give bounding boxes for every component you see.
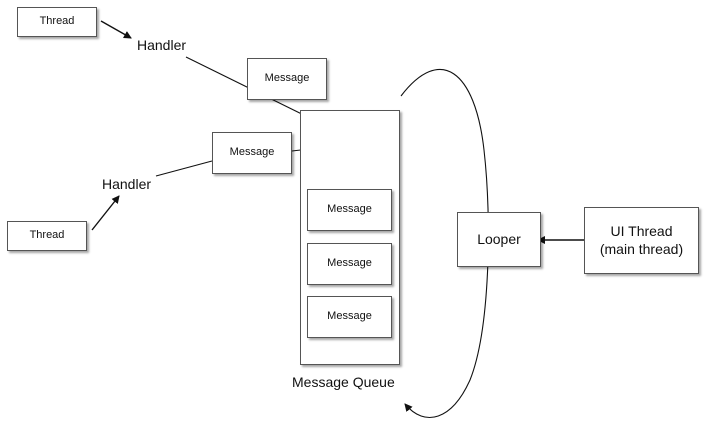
handler-bottom-label: Handler	[102, 176, 152, 192]
arrow-thread-to-handler-bottom	[91, 195, 120, 231]
thread-top-label: Thread	[39, 15, 75, 28]
queue-message-2-label: Message	[327, 257, 372, 270]
ui-thread-line-1: UI Thread	[610, 223, 673, 239]
queue-message-2: Message	[307, 243, 392, 285]
queue-message-1-label: Message	[327, 203, 372, 216]
message-queue-label: Message Queue	[292, 374, 395, 390]
arrow-handler-bottom-to-message	[155, 160, 213, 177]
looper-box: Looper	[457, 212, 541, 267]
handler-top-label: Handler	[137, 37, 187, 53]
ui-thread-line-2: (main thread)	[599, 240, 684, 257]
ui-thread-box: UI Thread (main thread)	[584, 207, 699, 274]
looper-label: Looper	[477, 230, 521, 247]
queue-message-3-label: Message	[327, 310, 372, 323]
thread-top-box: Thread	[17, 7, 97, 37]
queue-message-3: Message	[307, 296, 392, 338]
thread-bottom-label: Thread	[29, 229, 65, 242]
message-incoming-mid-box: Message	[212, 132, 292, 174]
thread-bottom-box: Thread	[7, 221, 87, 251]
arrow-thread-to-handler-top	[100, 20, 132, 39]
message-incoming-top-label: Message	[264, 72, 310, 85]
message-incoming-top-box: Message	[247, 58, 327, 100]
message-incoming-mid-label: Message	[229, 146, 275, 159]
queue-message-1: Message	[307, 189, 392, 231]
